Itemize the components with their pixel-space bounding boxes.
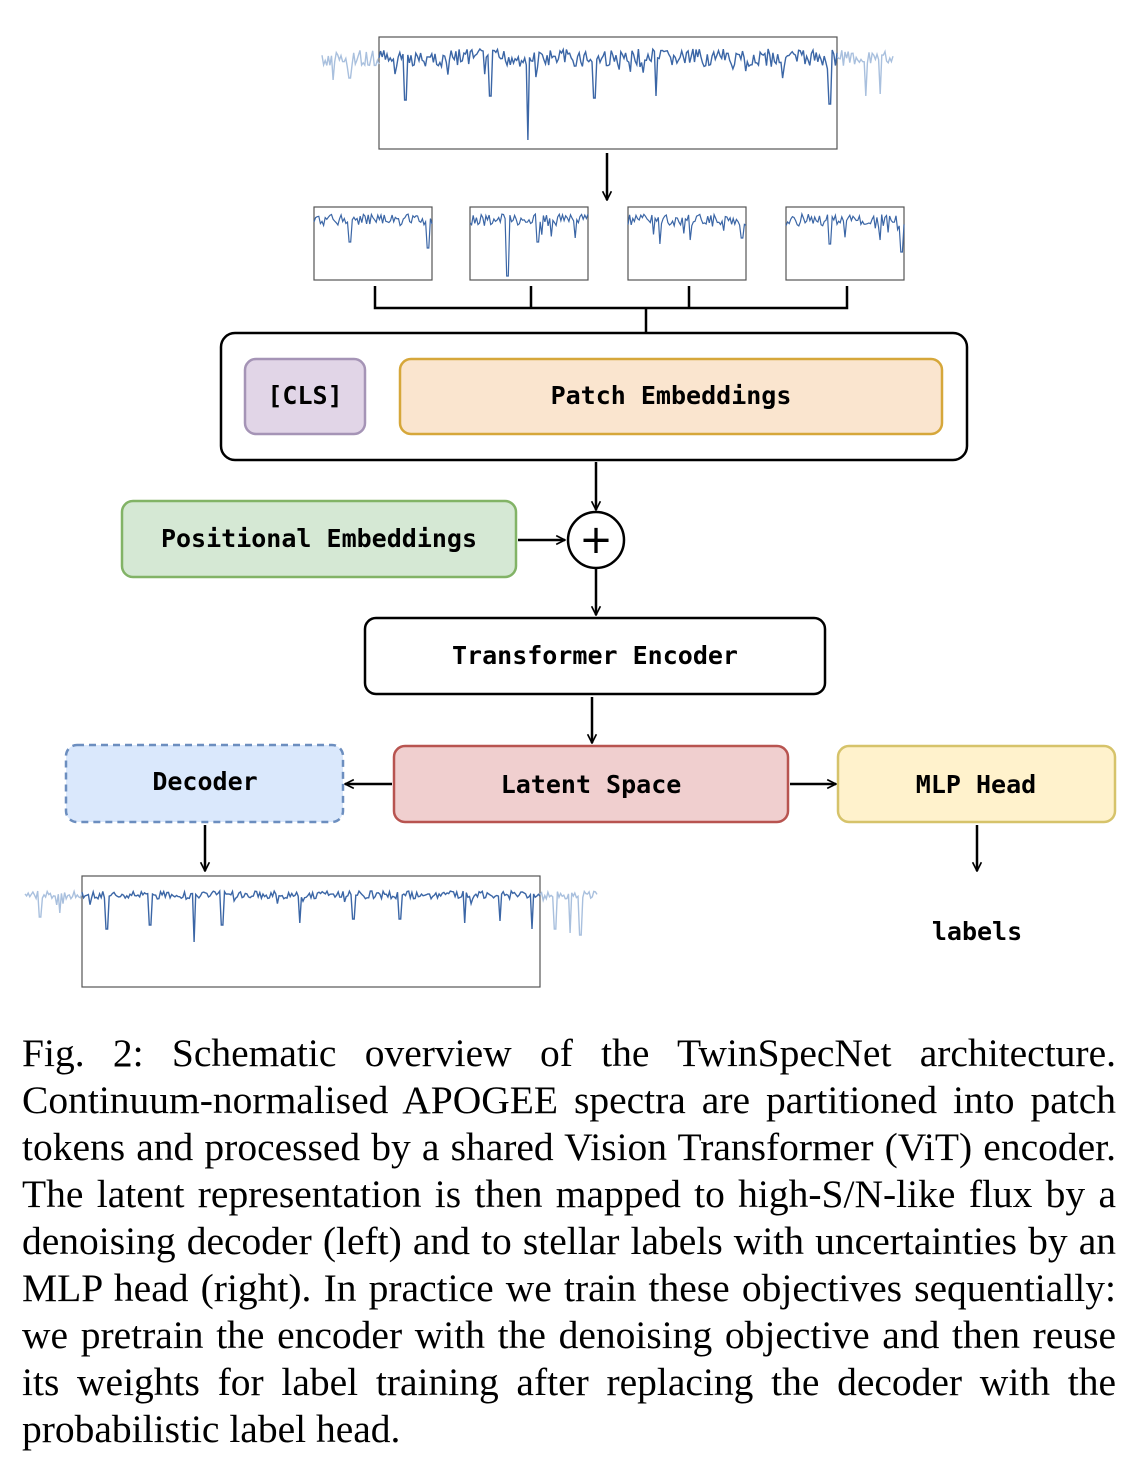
cls-token-box	[243, 357, 367, 436]
patch-spectra	[313, 206, 905, 281]
sum-node	[566, 510, 626, 570]
patch-frame-2	[469, 206, 589, 281]
patch-frame-1	[313, 206, 433, 281]
input-spectrum-line	[378, 47, 838, 141]
patch-embeddings-label: Patch Embeddings	[551, 381, 792, 410]
positional-embeddings-label: Positional Embeddings	[161, 524, 477, 553]
patch-embeddings-box	[398, 357, 944, 436]
latent-space-box	[392, 744, 790, 824]
patch-spectrum-1	[313, 212, 433, 249]
patch-spectrum-2	[469, 212, 589, 277]
patch-merge-bracket	[373, 286, 849, 310]
input-spectrum	[321, 36, 894, 150]
decoder-box	[64, 743, 345, 824]
output-spectrum-frame	[81, 875, 541, 988]
sum-symbol: +	[579, 517, 613, 563]
input-spectrum-fade-right	[836, 49, 894, 97]
patch-spectrum-3	[627, 212, 747, 245]
output-spectrum-line	[81, 888, 541, 943]
mlp-head-label: MLP Head	[916, 770, 1036, 799]
transformer-encoder-box	[363, 616, 827, 696]
latent-space-label: Latent Space	[501, 770, 682, 799]
input-spectrum-frame	[378, 36, 838, 150]
output-spectrum-fade-right	[539, 889, 598, 936]
cls-token-label: [CLS]	[267, 381, 342, 410]
input-spectrum-fade-left	[321, 50, 380, 80]
output-spectrum	[24, 875, 598, 988]
patch-frame-4	[785, 206, 905, 281]
labels-output: labels	[932, 917, 1022, 946]
patch-spectrum-4	[785, 211, 905, 253]
architecture-diagram: [CLS] Patch Embeddings Positional Embedd…	[24, 36, 1117, 988]
patch-frame-3	[627, 206, 747, 281]
transformer-encoder-label: Transformer Encoder	[452, 641, 738, 670]
figure-caption: Fig. 2: Schematic overview of the TwinSp…	[22, 1031, 1116, 1451]
positional-embeddings-box	[120, 499, 518, 579]
mlp-head-box	[836, 744, 1117, 824]
output-spectrum-fade-left	[24, 889, 83, 918]
decoder-label: Decoder	[152, 767, 257, 796]
